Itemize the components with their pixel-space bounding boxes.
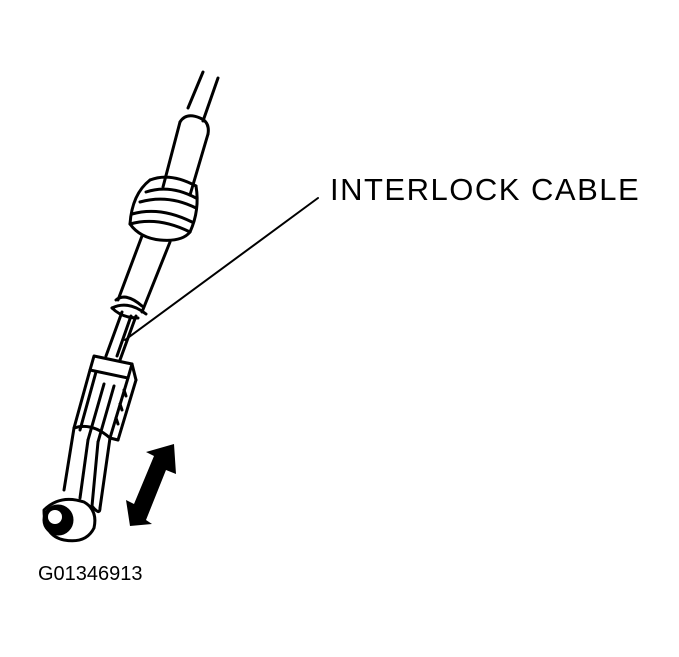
cable-boot [161,114,210,197]
figure-id: G01346913 [38,563,143,585]
travel-direction-arrow-icon [126,444,176,526]
cable-grommet [128,175,199,242]
cable-sheath [186,70,220,123]
cable-eyelet [42,497,97,543]
interlock-cable-label: INTERLOCK CABLE [330,172,641,207]
callout-leader-line [124,197,319,341]
cable-housing [110,234,172,320]
connector-end-fitting [62,354,138,513]
